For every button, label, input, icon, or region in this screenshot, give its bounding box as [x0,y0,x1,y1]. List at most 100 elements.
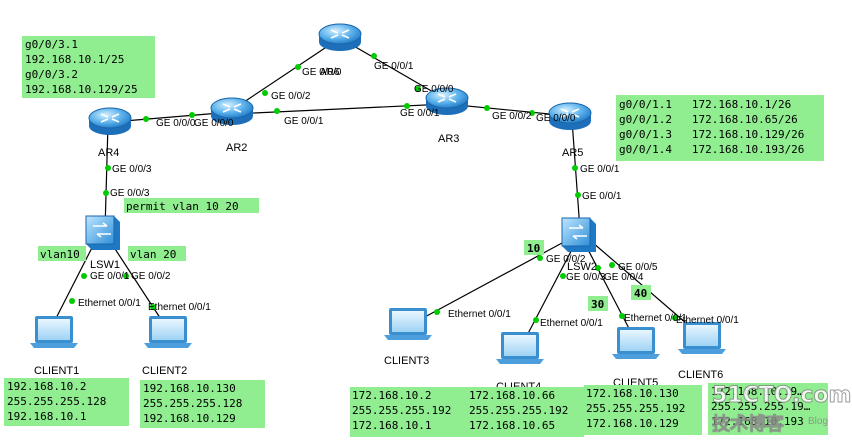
port-label: GE 0/0/3 [112,164,152,175]
switch-icon [561,217,597,253]
link-lsw2-client4 [521,237,579,346]
svg-text:255.255.255.192: 255.255.255.192 [469,404,568,417]
svg-text:192.168.10.1: 192.168.10.1 [7,410,86,423]
port-dot [69,298,75,304]
note-client3: 172.168.10.2 255.255.255.192 172.168.10.… [350,387,467,437]
note-tag30: 30 [588,296,608,311]
port-label: Ethernet 0/0/1 [676,315,739,326]
link-ar4-lsw1 [104,123,109,231]
port-label: GE 0/0/1 [90,271,130,282]
svg-text:192.168.10.129: 192.168.10.129 [143,412,236,425]
port-label: GE 0/0/0 [194,118,234,129]
port-dot [672,315,678,321]
svg-text:g0/0/1.1 172.168.10.1/26: g0/0/1.1 172.168.10.1/26 [619,98,791,111]
port-dot [143,116,149,122]
device-client3[interactable] [384,308,432,340]
client6-label: CLIENT6 [678,369,723,381]
svg-text:vlan 20: vlan 20 [130,248,176,261]
port-label: GE 0/0/1 [374,61,414,72]
laptop-icon [678,322,726,354]
port-dot [123,273,129,279]
port-label: Ethernet 0/0/1 [448,309,511,320]
svg-text:255.255.255.192: 255.255.255.192 [586,402,685,415]
note-client4: 172.168.10.66 255.255.255.192 172.168.10… [467,387,584,437]
port-label: Ethernet 0/0/1 [78,298,141,309]
port-dot [371,53,377,59]
device-client1[interactable] [30,316,78,348]
port-label: GE 0/0/2 [131,271,171,282]
port-label: GE 0/0/0 [156,118,196,129]
svg-text:172.168.10.129: 172.168.10.129 [586,417,679,430]
svg-text:255.255.255.192: 255.255.255.192 [352,404,451,417]
port-dot [575,192,581,198]
note-client2: 192.168.10.130 255.255.255.128 192.168.1… [140,380,265,428]
port-dot [189,112,195,118]
note-client1: 192.168.10.2 255.255.255.128 192.168.10.… [4,378,129,426]
port-label: GE 0/0/0 [536,113,576,124]
ar4-label: AR4 [98,147,119,159]
ar3-label: AR3 [438,133,459,145]
laptop-icon [612,327,660,359]
watermark: 51CTO.com 技术博客 Blog [712,383,852,436]
port-dot [537,255,543,261]
port-label: GE 0/0/3 [566,272,606,283]
client1-label: CLIENT1 [34,365,79,377]
port-dot [595,265,601,271]
ar2-label: AR2 [226,142,247,154]
laptop-icon [384,308,432,340]
link-ar6-ar2 [231,37,341,111]
note-client6: 172.168.10.19… 255.255.255.19… 172.168.1… [708,383,828,435]
laptop-icon [496,332,544,364]
svg-text:172.168.10.130: 172.168.10.130 [586,387,679,400]
device-lsw2[interactable] [561,217,597,253]
port-dot [274,108,280,114]
device-lsw1[interactable] [85,215,121,251]
note-client5: 172.168.10.130 255.255.255.192 172.168.1… [584,385,702,435]
svg-text:255.255.255.128: 255.255.255.128 [143,397,242,410]
port-label: GE 0/0/1 [582,191,622,202]
device-client4[interactable] [496,332,544,364]
note-ar4: g0/0/3.1 192.168.10.1/25 g0/0/3.2 192.16… [22,36,155,98]
port-label: GE 0/0/1 [400,108,440,119]
device-client5[interactable] [612,327,660,359]
device-ar6[interactable] [318,23,362,52]
svg-text:g0/0/1.2 172.168.10.65/26: g0/0/1.2 172.168.10.65/26 [619,113,798,126]
router-icon [318,23,362,52]
port-dot [295,64,301,70]
device-client2[interactable] [144,316,192,348]
port-dot [103,190,109,196]
note-tag10: 10 [524,240,544,255]
switch-icon [85,215,121,251]
svg-text:255.255.255.128: 255.255.255.128 [7,395,106,408]
port-dot [105,165,111,171]
port-label: GE 0/0/2 [546,254,586,265]
port-label: GE 0/0/2 [271,91,311,102]
svg-text:192.168.10.129/25: 192.168.10.129/25 [25,83,138,96]
svg-text:192.168.10.130: 192.168.10.130 [143,382,236,395]
device-client6[interactable] [678,322,726,354]
port-dot [404,103,410,109]
svg-text:192.168.10.1/25: 192.168.10.1/25 [25,53,124,66]
laptop-icon [144,316,192,348]
device-ar4[interactable] [88,107,132,136]
svg-text:40: 40 [634,287,647,300]
svg-text:172.168.10.2: 172.168.10.2 [352,389,431,402]
port-label: Ethernet 0/0/1 [540,318,603,329]
link-lsw2-client5 [581,237,636,341]
svg-text:172.168.10.65: 172.168.10.65 [469,419,555,432]
port-dot [560,273,566,279]
port-dot [81,273,87,279]
note-tag40: 40 [631,285,651,300]
port-label: GE 0/0/0 [302,67,342,78]
svg-text:g0/0/1.4 172.168.10.193/26: g0/0/1.4 172.168.10.193/26 [619,143,804,156]
port-label: Ethernet 0/0/1 [624,313,687,324]
port-label: GE 0/0/0 [414,84,454,95]
svg-text:g0/0/3.1: g0/0/3.1 [25,38,78,51]
port-dot [150,304,156,310]
ar6-label: AR6 [320,67,340,78]
svg-text:30: 30 [591,298,604,311]
port-label: GE 0/0/1 [284,116,324,127]
svg-text:permit vlan 10 20: permit vlan 10 20 [126,200,239,213]
note-trunk: permit vlan 10 20 [124,198,259,213]
port-dot [572,165,578,171]
